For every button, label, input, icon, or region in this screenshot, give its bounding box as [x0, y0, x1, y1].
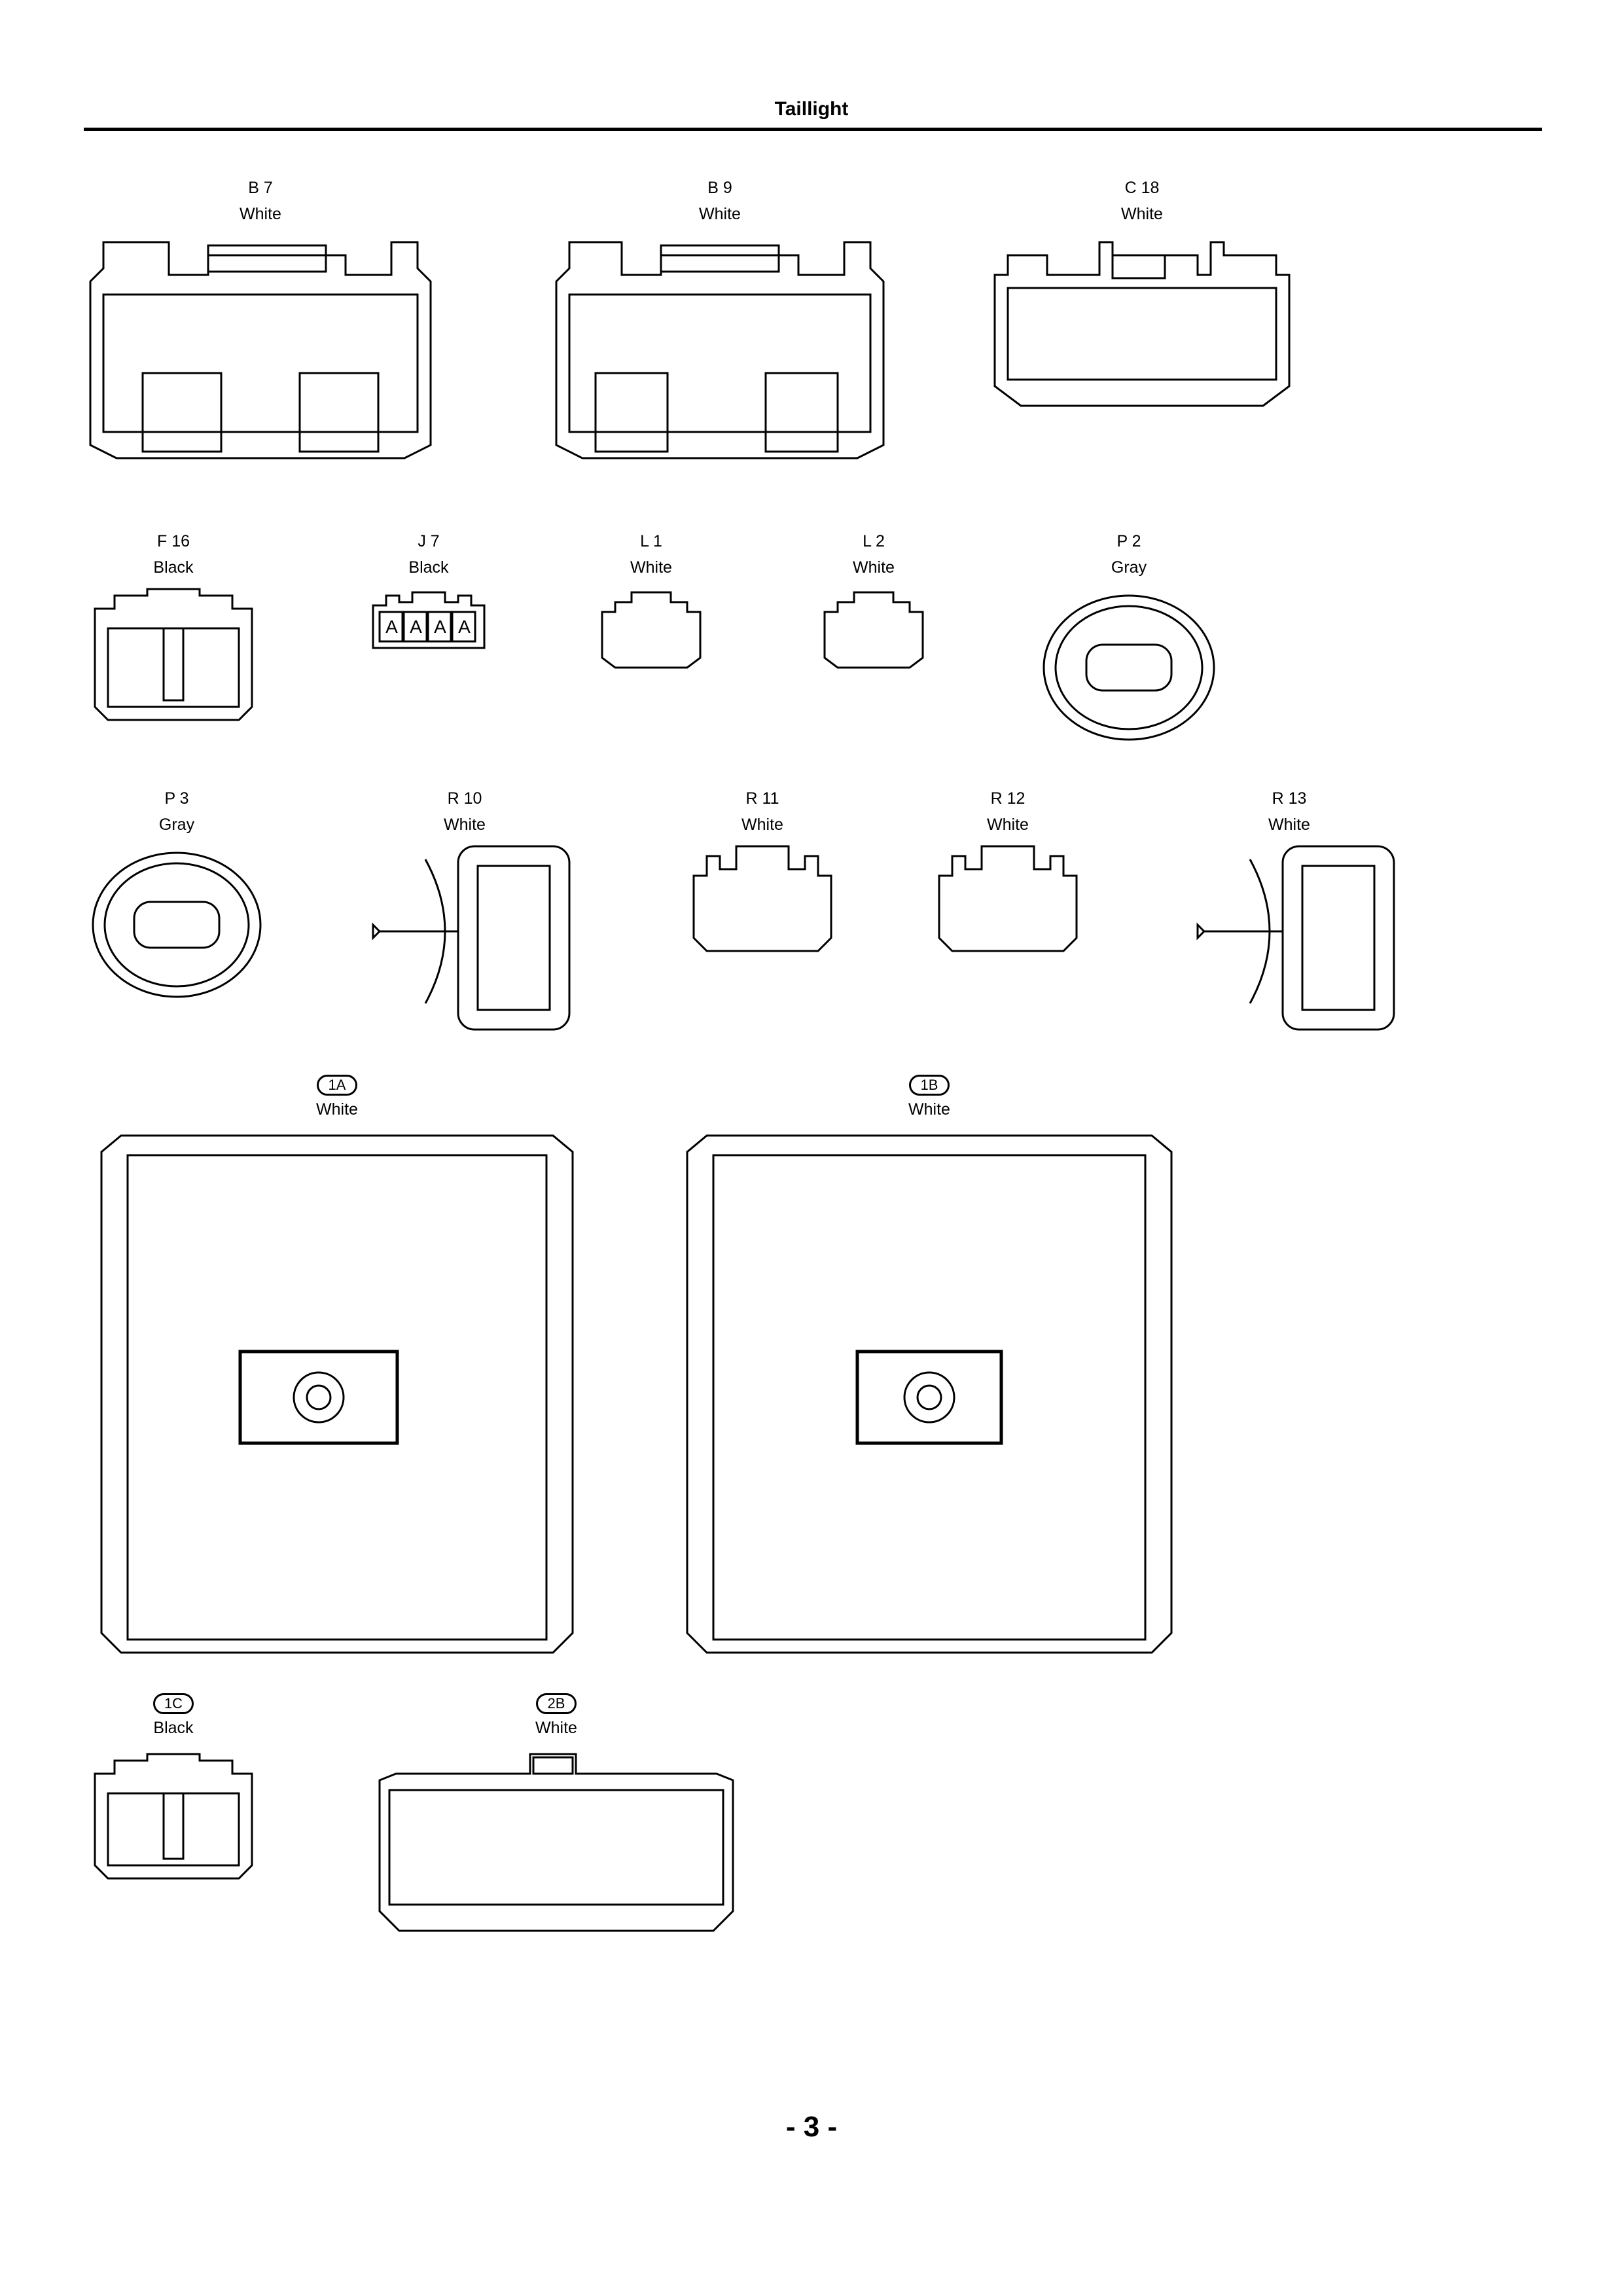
connector-id: B 7	[248, 179, 273, 197]
connector-color: White	[908, 1100, 950, 1119]
connector-color: White	[316, 1100, 358, 1119]
connector-b9: B 9 White	[550, 178, 890, 492]
connector-color: Black	[408, 558, 449, 577]
connector-id: C 18	[1124, 179, 1160, 197]
connector-r10-face	[372, 845, 571, 1031]
connector-color: Gray	[1111, 558, 1147, 577]
connector-l2: L 2 White	[815, 531, 933, 682]
pin-label: A	[434, 617, 446, 637]
connector-id-badge: 2B	[536, 1693, 577, 1714]
connector-p3-face	[92, 852, 262, 998]
connector-id: J 7	[418, 532, 440, 550]
connector-1a: 1A White	[95, 1073, 579, 1662]
connector-color: White	[1268, 816, 1310, 834]
connector-id: B 9	[707, 179, 732, 197]
connector-id: R 13	[1272, 789, 1307, 808]
connector-color: White	[853, 558, 895, 577]
connector-b7: B 7 White	[84, 178, 437, 492]
connector-r12: R 12 White	[929, 789, 1086, 978]
connector-color: White	[444, 816, 486, 834]
connector-r13-face	[1196, 845, 1395, 1031]
connector-id: F 16	[156, 532, 190, 550]
connector-1b-face	[686, 1134, 1173, 1654]
connector-color: White	[1121, 205, 1163, 223]
connector-1c-face	[94, 1753, 253, 1880]
connector-l1-face	[601, 591, 702, 669]
connector-c18-face	[993, 241, 1291, 407]
connector-color: White	[630, 558, 672, 577]
connector-2b-face	[378, 1753, 734, 1932]
connector-color: White	[741, 816, 783, 834]
connector-id-badge: 1B	[909, 1075, 950, 1096]
connector-id: P 3	[164, 789, 189, 808]
connector-2b: 2B White	[373, 1692, 740, 1954]
pin-label: A	[458, 617, 471, 637]
connector-r12-face	[938, 845, 1078, 952]
connector-f16: F 16 Black	[88, 531, 259, 728]
connector-r13: R 13 White	[1178, 789, 1400, 1037]
connector-j7-face	[372, 591, 486, 649]
connector-color: White	[535, 1719, 577, 1737]
connector-id: R 12	[990, 789, 1026, 808]
connector-id: L 1	[640, 532, 662, 550]
connector-r11: R 11 White	[684, 789, 841, 978]
connector-l2-face	[823, 591, 924, 669]
connector-p2-face	[1043, 594, 1215, 741]
connector-color: Gray	[158, 816, 195, 834]
connector-color: White	[240, 205, 281, 223]
connector-id: R 10	[447, 789, 482, 808]
connector-1b: 1B White	[681, 1073, 1178, 1662]
title-rule	[84, 128, 1542, 131]
page-title: Taillight	[774, 98, 849, 120]
connector-id-badge: 1C	[153, 1693, 194, 1714]
connector-p3: P 3 Gray	[82, 789, 272, 1005]
j7-pins	[378, 611, 476, 643]
connector-p2: P 2 Gray	[1031, 531, 1227, 747]
connector-1a-face	[100, 1134, 574, 1654]
pin-label: A	[385, 617, 398, 637]
connector-id: R 11	[745, 789, 779, 808]
connector-l1: L 1 White	[592, 531, 710, 682]
connector-id: P 2	[1116, 532, 1141, 550]
connector-1c: 1C Black	[88, 1692, 259, 1888]
connector-b9-face	[555, 241, 885, 459]
connector-color: White	[699, 205, 741, 223]
connector-j7: J 7 Black A A A A	[366, 531, 491, 662]
connector-r11-face	[692, 845, 832, 952]
connector-color: Black	[153, 558, 194, 577]
connector-b7-face	[89, 241, 432, 459]
page-number: - 3 -	[785, 2111, 838, 2143]
connector-color: Black	[153, 1719, 194, 1737]
pin-label: A	[410, 617, 422, 637]
connector-id: L 2	[863, 532, 885, 550]
connector-id-badge: 1A	[317, 1075, 357, 1096]
connector-r10: R 10 White	[353, 789, 576, 1037]
connector-color: White	[987, 816, 1029, 834]
connector-f16-face	[94, 588, 253, 721]
connector-c18: C 18 White	[988, 178, 1296, 427]
